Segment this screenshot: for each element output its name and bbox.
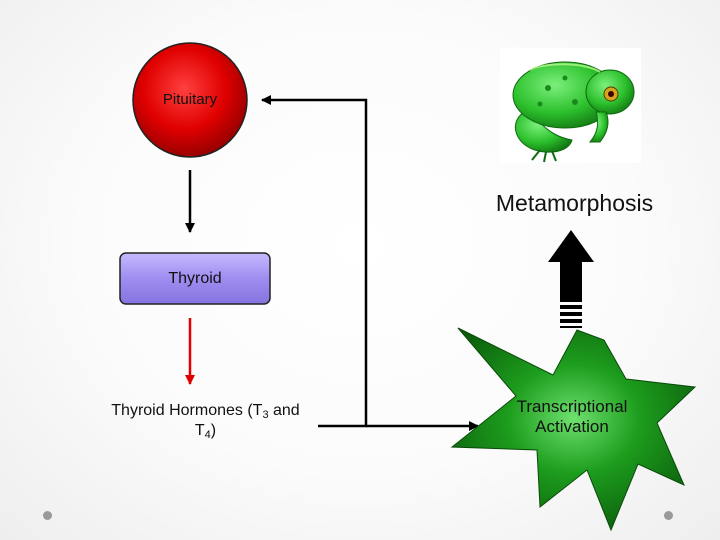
hormones-subscript-3: 3 [262, 409, 269, 421]
transcription-line2: Activation [535, 416, 609, 436]
thyroid-label: Thyroid [168, 270, 222, 287]
metamorphosis-label: Metamorphosis [495, 190, 654, 216]
hormones-text-mid: and [268, 402, 300, 419]
hormones-subscript-4: 4 [204, 428, 211, 441]
thyroid-node [119, 252, 271, 305]
thyroid-hormones-label: Thyroid Hormones (T3 and T4) [88, 402, 323, 441]
pituitary-node [132, 42, 248, 158]
decor-dot-right [664, 511, 673, 520]
transcription-starburst [450, 327, 697, 532]
feedback-loop-line [261, 95, 368, 428]
pituitary-label: Pituitary [162, 91, 218, 108]
decor-dot-left [43, 511, 52, 520]
hormones-line2-prefix: T [194, 421, 205, 439]
hormones-close-paren: ) [210, 421, 217, 439]
transcriptional-activation-label: Transcriptional Activation [492, 397, 652, 436]
transcription-line1: Transcriptional [516, 397, 628, 416]
hormones-text-prefix: Thyroid Hormones (T [111, 402, 263, 419]
frog-image [500, 48, 641, 163]
up-arrow-to-metamorphosis [548, 230, 594, 328]
